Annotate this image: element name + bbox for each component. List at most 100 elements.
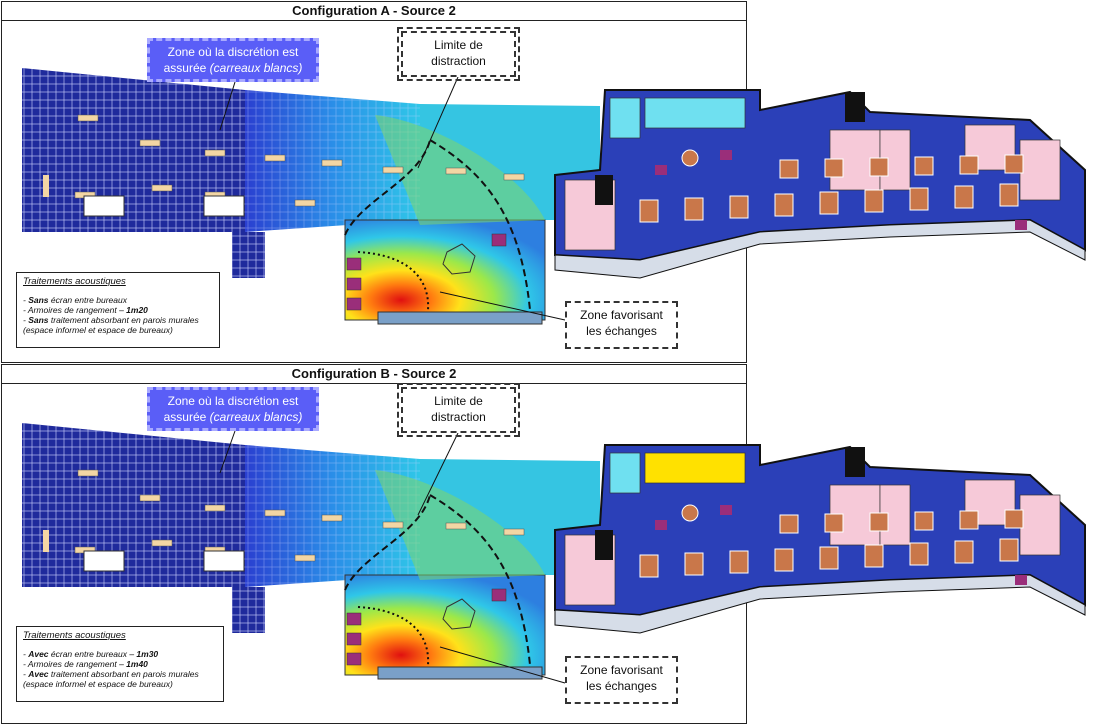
desk-3d bbox=[864, 189, 884, 213]
legend-line-3: - Sans traitement absorbant en parois mu… bbox=[23, 315, 199, 325]
desk-3d bbox=[729, 195, 749, 219]
desk-3d bbox=[909, 187, 929, 211]
bench-row bbox=[377, 311, 543, 325]
desk-3d bbox=[779, 159, 799, 179]
white-tile-block bbox=[83, 195, 125, 217]
desk-3d bbox=[954, 185, 974, 209]
callout-pointer bbox=[417, 76, 459, 169]
desk-3d bbox=[819, 546, 839, 570]
callout-pointer bbox=[219, 81, 236, 131]
storage-cabinet bbox=[346, 652, 362, 666]
exchange-text-2: les échanges bbox=[586, 324, 657, 338]
desk-3d bbox=[729, 550, 749, 574]
desk bbox=[321, 514, 343, 522]
desk bbox=[139, 139, 161, 147]
cabinet-3d bbox=[1015, 575, 1027, 585]
legend-line-3: - Avec traitement absorbant en parois mu… bbox=[23, 669, 199, 679]
desk bbox=[139, 494, 161, 502]
desk-3d bbox=[999, 183, 1019, 207]
bench-row bbox=[377, 666, 543, 680]
limit-text-1: Limite de bbox=[434, 38, 483, 52]
desk bbox=[151, 184, 173, 192]
limit-text-1: Limite de bbox=[434, 394, 483, 408]
limit-text-2: distraction bbox=[431, 54, 486, 68]
quiet-zone-grid bbox=[22, 68, 265, 278]
config-a-exchange-zone-callout: Zone favorisant les échanges bbox=[565, 301, 678, 349]
desk-3d bbox=[914, 156, 934, 176]
config-b-legend: Traitements acoustiques - Avec écran ent… bbox=[16, 626, 224, 702]
desk-3d bbox=[959, 510, 979, 530]
quiet-zone-text: Zone où la discrétion est bbox=[167, 45, 299, 59]
floorplan-3d bbox=[554, 444, 1086, 634]
desk-3d bbox=[869, 157, 889, 177]
exchange-zone-line bbox=[357, 606, 430, 666]
cabinet-3d bbox=[655, 165, 667, 175]
desk bbox=[151, 539, 173, 547]
cabinet-3d bbox=[1015, 220, 1027, 230]
callout-pointer bbox=[439, 291, 566, 321]
cabinet bbox=[43, 530, 49, 552]
desk bbox=[445, 167, 467, 175]
room bbox=[644, 452, 746, 484]
distraction-limit-line bbox=[344, 494, 531, 666]
desk-3d bbox=[684, 552, 704, 576]
storage-cabinet bbox=[491, 588, 507, 602]
desk-3d bbox=[824, 513, 844, 533]
config-a-distraction-limit-callout: Limite de distraction bbox=[397, 27, 520, 81]
desk-3d bbox=[824, 158, 844, 178]
config-b-quiet-zone-callout: Zone où la discrétion est assurée (carre… bbox=[147, 387, 319, 431]
callout-pointer bbox=[439, 646, 566, 684]
legend-line-2: - Armoires de rangement – 1m20 bbox=[23, 305, 148, 315]
desk bbox=[264, 509, 286, 517]
storage-cabinet bbox=[346, 632, 362, 646]
desk-3d bbox=[914, 511, 934, 531]
hexagon-table bbox=[442, 598, 476, 630]
desk-3d bbox=[639, 199, 659, 223]
desk bbox=[382, 521, 404, 529]
desk bbox=[264, 154, 286, 162]
config-a-quiet-zone-callout: Zone où la discrétion est assurée (carre… bbox=[147, 38, 319, 82]
round-table bbox=[681, 504, 699, 522]
desk bbox=[382, 166, 404, 174]
config-a-floorplan-svg bbox=[22, 68, 1086, 325]
legend-line-1: - Avec écran entre bureaux – 1m30 bbox=[23, 649, 159, 659]
config-b-floorplan-svg bbox=[22, 423, 1086, 684]
desk-3d bbox=[864, 544, 884, 568]
quiet-zone-italic: (carreaux blancs) bbox=[209, 61, 303, 75]
desk-3d bbox=[954, 540, 974, 564]
storage-cabinet bbox=[346, 277, 362, 291]
exchange-zone-line bbox=[357, 251, 430, 311]
legend-line-4: (espace informel et espace de bureaux) bbox=[23, 325, 173, 335]
room bbox=[609, 97, 641, 139]
quiet-zone-grid bbox=[22, 423, 265, 633]
room bbox=[644, 97, 746, 129]
desk bbox=[204, 504, 226, 512]
legend-line-4: (espace informel et espace de bureaux) bbox=[23, 679, 173, 689]
exchange-text-1: Zone favorisant bbox=[580, 663, 663, 677]
dark-column bbox=[845, 92, 865, 122]
config-b-exchange-zone-callout: Zone favorisant les échanges bbox=[565, 656, 678, 704]
desk bbox=[445, 522, 467, 530]
desk bbox=[77, 114, 99, 122]
desk-3d bbox=[774, 193, 794, 217]
building-base bbox=[554, 219, 1086, 279]
desk-3d bbox=[1004, 509, 1024, 529]
cabinet-3d bbox=[720, 505, 732, 515]
desk bbox=[321, 159, 343, 167]
round-table bbox=[681, 149, 699, 167]
callout-pointer bbox=[417, 432, 459, 516]
white-tile-block bbox=[83, 550, 125, 572]
quiet-zone-text: Zone où la discrétion est bbox=[167, 394, 299, 408]
quiet-zone-text-2: assurée bbox=[163, 61, 207, 75]
desk bbox=[204, 149, 226, 157]
exchange-heat-area bbox=[344, 219, 546, 321]
callout-pointer bbox=[219, 430, 236, 474]
limit-text-2: distraction bbox=[431, 410, 486, 424]
config-a-title: Configuration A - Source 2 bbox=[2, 2, 746, 21]
config-b-title: Configuration B - Source 2 bbox=[2, 365, 746, 384]
desk-3d bbox=[1004, 154, 1024, 174]
legend-title: Traitements acoustiques bbox=[23, 630, 126, 641]
desk-3d bbox=[639, 554, 659, 578]
room bbox=[1019, 494, 1061, 556]
config-a-plan: Zone où la discrétion est assurée (carre… bbox=[0, 20, 1100, 365]
